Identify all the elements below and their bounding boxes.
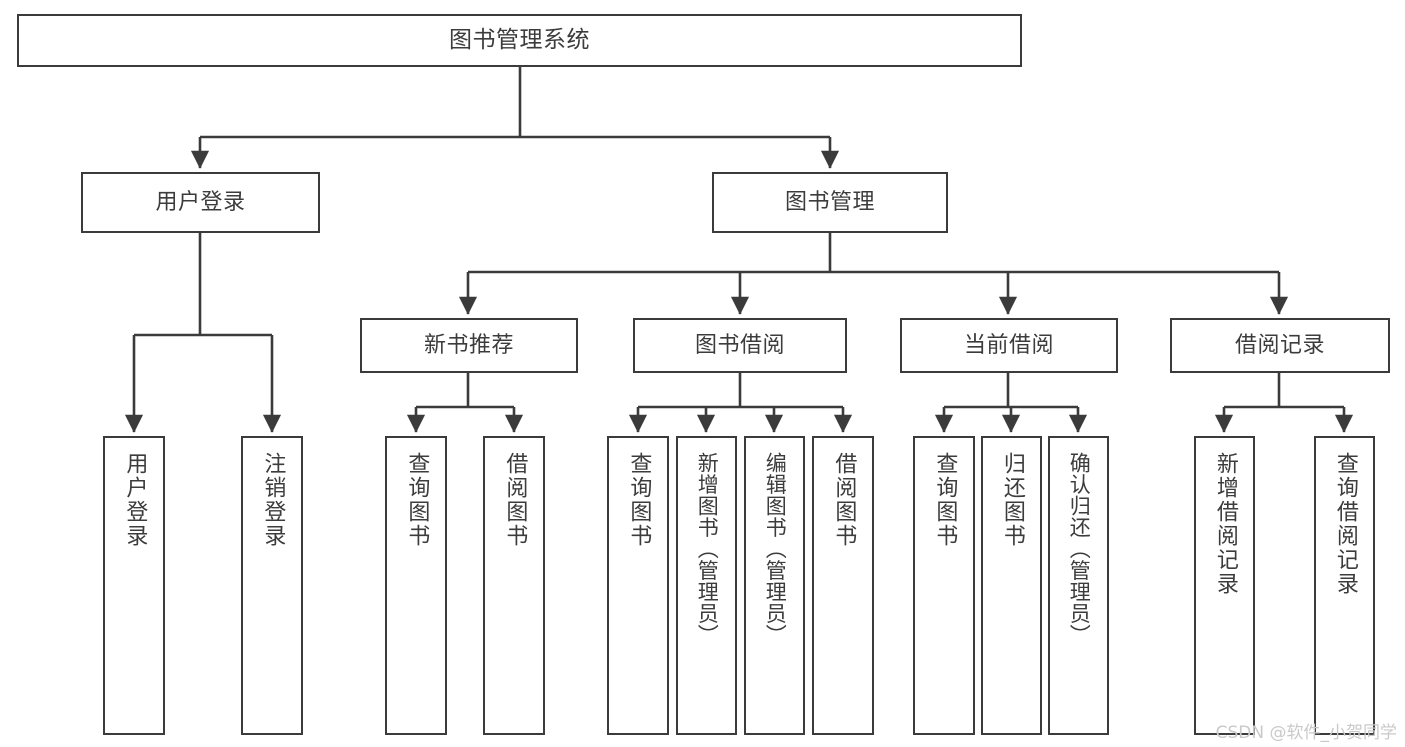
node-label: 查询图书 (932, 452, 958, 548)
node-label: 注销登录 (260, 452, 286, 548)
node-label: 编辑图书（管理员） (763, 452, 788, 646)
node-user-login[interactable]: 用户登录 (81, 172, 320, 233)
node-label: 借阅记录 (1234, 332, 1325, 358)
leaf-borrow-record-add-record[interactable]: 新增借阅记录 (1194, 436, 1255, 735)
node-label: 查询借阅记录 (1332, 452, 1358, 596)
node-book-borrowing[interactable]: 图书借阅 (633, 318, 847, 373)
leaf-book-borrow-query-books[interactable]: 查询图书 (607, 436, 669, 735)
node-label: 借阅图书 (502, 452, 528, 548)
leaf-borrow-record-query-record[interactable]: 查询借阅记录 (1314, 436, 1375, 735)
node-label: 查询图书 (404, 452, 430, 548)
node-new-book-recommendation[interactable]: 新书推荐 (360, 318, 578, 373)
leaf-book-borrow-add-book-admin[interactable]: 新增图书（管理员） (676, 436, 737, 735)
node-label: 图书管理 (784, 189, 875, 215)
node-label: 图书借阅 (694, 332, 785, 358)
leaf-current-borrow-confirm-return-admin[interactable]: 确认归还（管理员） (1048, 436, 1109, 735)
leaf-current-borrow-return-books[interactable]: 归还图书 (981, 436, 1042, 735)
node-label: 新增图书（管理员） (695, 452, 720, 646)
node-book-management[interactable]: 图书管理 (712, 172, 948, 233)
node-label: 用户登录 (122, 452, 148, 548)
leaf-new-book-query-books[interactable]: 查询图书 (385, 436, 447, 735)
csdn-watermark: CSDN @软件_小贺同学 (1215, 723, 1397, 743)
node-label: 确认归还（管理员） (1067, 452, 1092, 646)
node-label: 新书推荐 (423, 332, 514, 358)
leaf-book-borrow-edit-book-admin[interactable]: 编辑图书（管理员） (744, 436, 805, 735)
node-label: 当前借阅 (963, 332, 1054, 358)
leaf-book-borrow-borrow-books[interactable]: 借阅图书 (812, 436, 874, 735)
node-label: 用户登录 (155, 189, 246, 215)
leaf-user-login-login[interactable]: 用户登录 (103, 436, 165, 735)
node-label: 图书管理系统 (449, 26, 590, 53)
node-label: 新增借阅记录 (1212, 452, 1238, 596)
node-borrowing-record[interactable]: 借阅记录 (1170, 318, 1390, 373)
node-current-borrowing[interactable]: 当前借阅 (900, 318, 1118, 373)
leaf-new-book-borrow-books[interactable]: 借阅图书 (483, 436, 545, 735)
node-label: 借阅图书 (831, 452, 857, 548)
leaf-current-borrow-query-books[interactable]: 查询图书 (913, 436, 975, 735)
leaf-user-login-logout[interactable]: 注销登录 (241, 436, 303, 735)
node-root-book-management-system[interactable]: 图书管理系统 (17, 14, 1022, 67)
node-label: 查询图书 (626, 452, 652, 548)
node-label: 归还图书 (999, 452, 1025, 548)
